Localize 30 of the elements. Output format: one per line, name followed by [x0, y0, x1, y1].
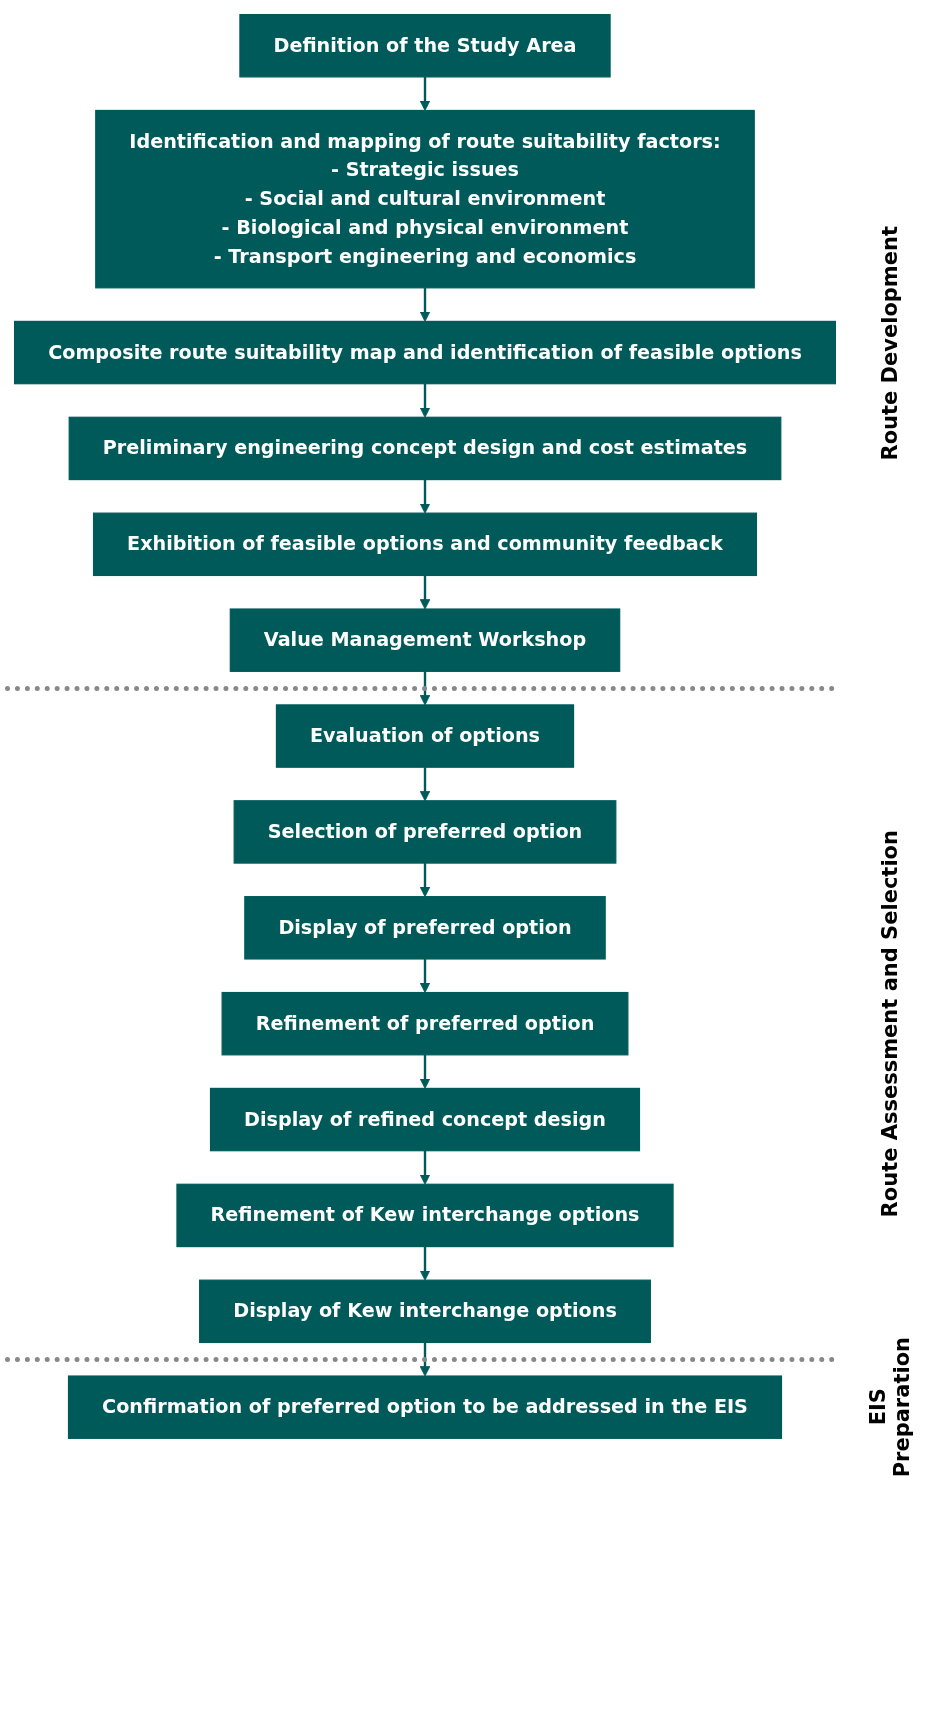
arrow — [419, 958, 431, 993]
phase-label: Route Assessment and Selection — [878, 829, 902, 1218]
phase-label: Route Development — [878, 225, 902, 461]
arrow — [419, 1150, 431, 1185]
node-box: Display of Kew interchange options — [199, 1279, 651, 1344]
node-box: Refinement of Kew interchange options — [176, 1183, 674, 1248]
node-box: Selection of preferred option — [233, 800, 617, 864]
node-box: Definition of the Study Area — [239, 14, 611, 78]
node-box: Display of preferred option — [244, 896, 606, 960]
node-box: Confirmation of preferred option to be addressed in the EIS — [67, 1375, 783, 1439]
node-box: Preliminary engineering concept design and cost estimates — [68, 416, 782, 481]
node-box: Refinement of preferred option — [221, 991, 629, 1056]
node-box: Display of refined concept design — [209, 1087, 641, 1152]
arrow — [419, 575, 431, 610]
arrow — [419, 671, 431, 706]
arrow — [419, 1246, 431, 1281]
arrow — [419, 1342, 431, 1377]
arrow — [419, 76, 431, 111]
arrow — [419, 767, 431, 802]
node-box: Exhibition of feasible options and community feedback — [92, 512, 758, 577]
node-box: Composite route suitability map and identification of feasible options — [14, 320, 836, 385]
phase-label: EIS Preparation — [866, 1337, 914, 1478]
arrow — [419, 479, 431, 514]
node-box: Evaluation of options — [275, 704, 575, 768]
arrow — [419, 383, 431, 418]
arrow — [419, 1054, 431, 1089]
node-box: Identification and mapping of route suitability factors: - Strategic issues - Social and cultural environment - Biological and physical environment - Transport engineering and economics — [95, 109, 755, 289]
arrow — [419, 287, 431, 322]
arrow — [419, 863, 431, 898]
node-box: Value Management Workshop — [229, 608, 621, 672]
